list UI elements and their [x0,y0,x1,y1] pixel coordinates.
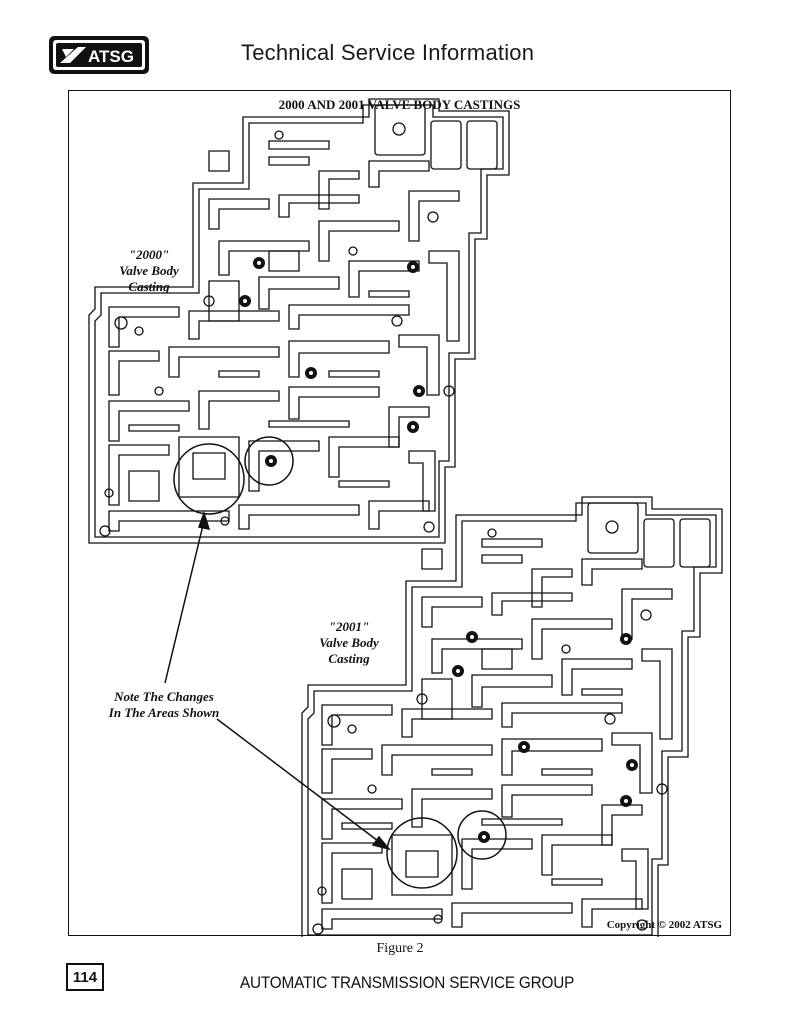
label-2000-line2: Valve Body [119,263,179,278]
label-2001-line3: Casting [328,651,370,666]
svg-text:ATSG: ATSG [88,47,134,66]
figure-title: 2000 AND 2001 VALVE BODY CASTINGS [278,97,521,112]
label-2001-line2: Valve Body [319,635,379,650]
label-2001-casting: "2001" Valve Body Casting [307,619,391,667]
copyright-text: Copyright © 2002 ATSG [606,919,722,931]
figure-frame: 2000 AND 2001 VALVE BODY CASTINGS "2000"… [68,90,731,937]
note-changes: Note The Changes In The Areas Shown [89,689,239,721]
valve-body-drawing [88,98,723,937]
label-2001-line1: "2001" [328,619,370,634]
page-number: 114 [66,963,104,991]
atsg-logo: ATSG [48,35,150,75]
label-2000-line1: "2000" [128,247,170,262]
figure-caption: Figure 2 [376,941,424,956]
label-2000-line3: Casting [128,279,170,294]
footer-text: AUTOMATIC TRANSMISSION SERVICE GROUP [240,973,575,992]
label-2000-casting: "2000" Valve Body Casting [109,247,189,295]
casting-2001 [301,496,723,937]
note-line1: Note The Changes [114,689,214,704]
note-line2: In The Areas Shown [108,705,220,720]
casting-2000 [88,98,510,544]
page-title: Technical Service Information [241,40,535,65]
